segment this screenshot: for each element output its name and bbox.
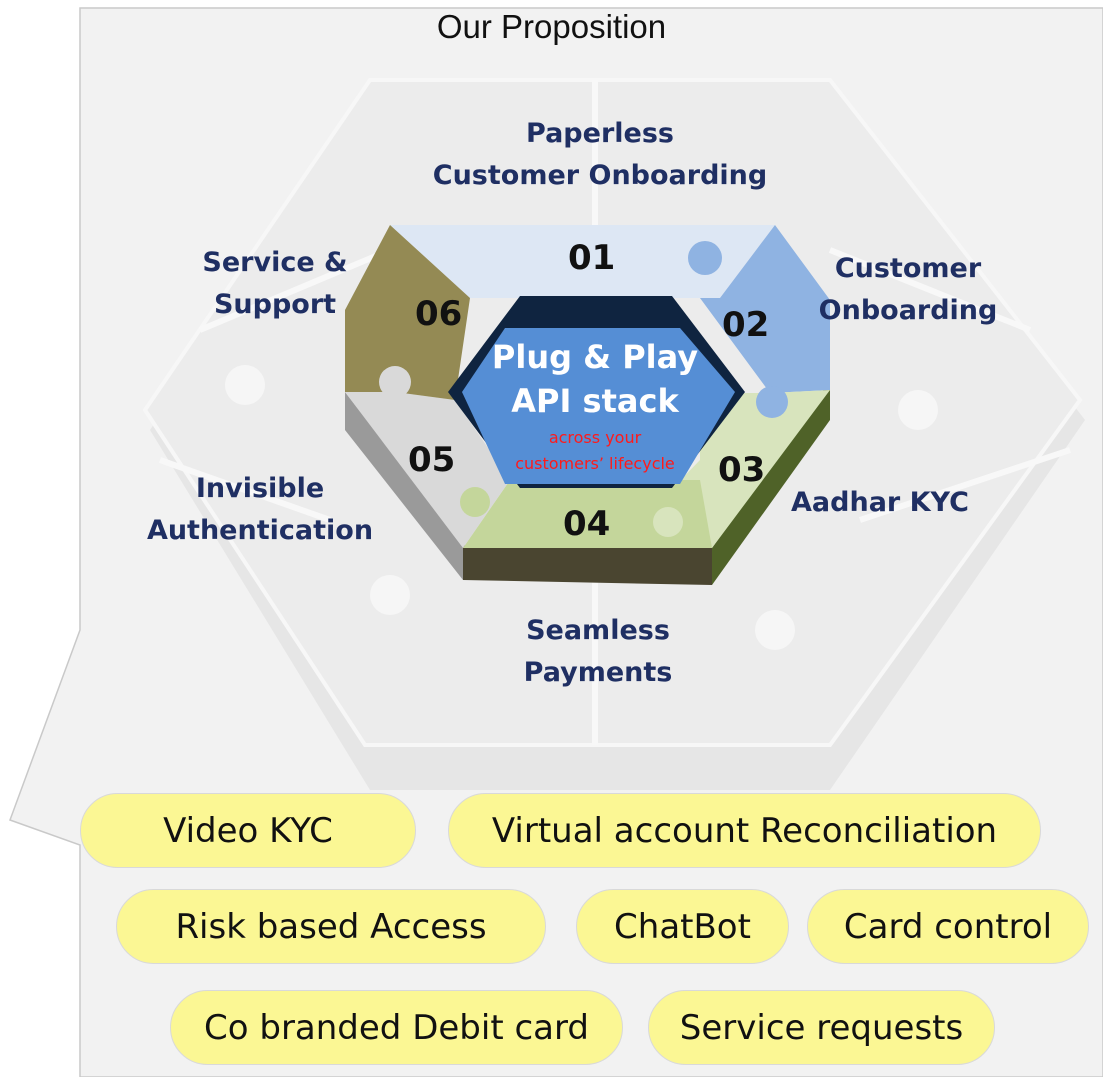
feature-pill-video-kyc: Video KYC <box>80 793 416 868</box>
page-title: Our Proposition <box>436 8 667 45</box>
segment-number-05: 05 <box>408 440 456 480</box>
center-hexagon <box>462 328 735 484</box>
segment-label-03: Aadhar KYC <box>791 487 969 518</box>
segment-number-02: 02 <box>722 305 770 345</box>
segment-label-05: Invisible Authentication <box>146 473 374 546</box>
feature-pill-service-requests: Service requests <box>648 990 995 1065</box>
segment-number-03: 03 <box>718 450 766 490</box>
feature-pill-card-control: Card control <box>807 889 1089 964</box>
ring-side-right <box>712 380 830 585</box>
segment-06 <box>345 225 470 400</box>
segment-number-04: 04 <box>563 504 611 544</box>
feature-pill-virtual-account-reconciliation: Virtual account Reconciliation <box>448 793 1041 868</box>
segment-04 <box>463 480 712 548</box>
segment-number-06: 06 <box>415 294 463 334</box>
segment-label-06: Service & Support <box>202 247 348 320</box>
center-subtitle: across your customers’ lifecycle <box>515 428 675 473</box>
ring-side-bottom <box>463 545 712 585</box>
feature-pill-co-branded-debit-card: Co branded Debit card <box>170 990 623 1065</box>
feature-pill-chatbot: ChatBot <box>576 889 789 964</box>
segment-01 <box>390 225 775 298</box>
feature-pill-risk-based-access: Risk based Access <box>116 889 546 964</box>
segment-label-04: Seamless Payments <box>523 615 673 688</box>
center-title: Plug & Play API stack <box>491 338 699 420</box>
segment-label-02: Customer Onboarding <box>818 253 998 326</box>
segment-02 <box>700 225 830 393</box>
ring-side-left <box>345 392 463 580</box>
segment-number-01: 01 <box>568 238 616 278</box>
segment-label-01: Paperless Customer Onboarding <box>432 118 768 191</box>
